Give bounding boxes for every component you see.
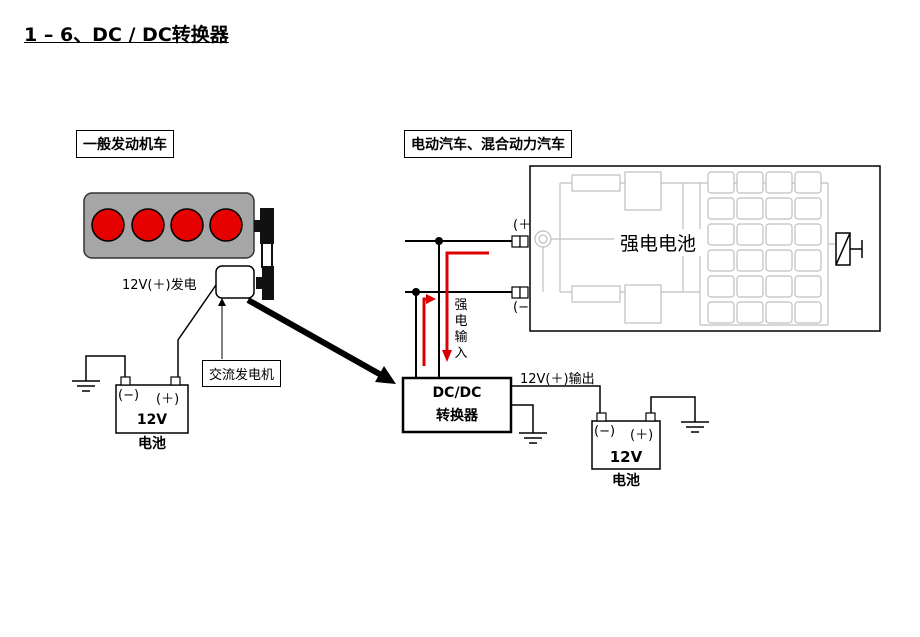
hv-cell: [765, 301, 793, 324]
right-battery-body: [591, 420, 661, 470]
hv-pack: [529, 165, 881, 332]
hv-cell: [736, 275, 764, 298]
hv-battery-label: 强电电池: [614, 229, 703, 256]
hv-cell: [794, 301, 822, 324]
alternator-label: 交流发电机: [202, 360, 282, 387]
hv-cell: [765, 223, 793, 246]
hv-cell: [794, 223, 822, 246]
output-label: 12V(＋)输出: [520, 372, 595, 387]
left-battery-voltage: 12V: [136, 412, 168, 428]
terminal-positive-label: (＋: [513, 218, 532, 233]
hv-cell: [736, 249, 764, 272]
cylinder-1: [91, 208, 125, 242]
converter-output-wire: [511, 385, 601, 415]
conventional-car-label: 一般发动机车: [76, 130, 174, 158]
hv-input-label: 强 电 输 入: [454, 298, 468, 361]
big-arrow: [246, 297, 385, 379]
alternator-output-label: 12V(＋)发电: [122, 278, 197, 293]
hv-cell: [736, 197, 764, 220]
hv-input-arrow: [445, 251, 489, 352]
cylinder-4: [209, 208, 243, 242]
terminal-negative-label: (−: [513, 300, 529, 315]
dcdc-converter-box: [401, 376, 513, 434]
left-battery-name: 电池: [138, 436, 166, 452]
right-battery-pos: (＋): [630, 428, 654, 443]
right-battery-neg: (−): [594, 424, 616, 439]
converter-label-2: 转换器: [436, 408, 478, 424]
converter-ground-wire: [511, 404, 534, 433]
alternator: [215, 265, 255, 299]
hv-cells: [707, 171, 822, 324]
hv-cell: [794, 197, 822, 220]
right-battery-voltage: 12V: [609, 448, 643, 466]
left-ground-wire: [85, 355, 126, 381]
page-title: 1 – 6、DC / DC转换器: [24, 24, 229, 46]
hv-cell: [765, 171, 793, 194]
hv-cell: [736, 223, 764, 246]
right-battery-name: 电池: [612, 473, 640, 489]
hv-cell: [707, 301, 735, 324]
hv-cell: [707, 249, 735, 272]
crank-pulley: [260, 208, 274, 244]
hv-cell: [765, 249, 793, 272]
left-battery-body: [115, 384, 189, 434]
alternator-wire: [177, 284, 217, 377]
hv-cell: [707, 275, 735, 298]
hv-cell: [707, 197, 735, 220]
hv-cell: [765, 197, 793, 220]
hv-cell: [765, 275, 793, 298]
left-battery-neg: (−): [118, 388, 140, 403]
hv-cell: [794, 275, 822, 298]
cylinder-3: [170, 208, 204, 242]
hv-return-arrow: [422, 297, 430, 366]
hv-cell: [707, 171, 735, 194]
alternator-pulley: [262, 266, 274, 300]
hv-cell: [736, 301, 764, 324]
cylinder-2: [131, 208, 165, 242]
hv-cell: [736, 171, 764, 194]
hv-cell: [707, 223, 735, 246]
right-ground-wire: [650, 396, 696, 422]
ev-hybrid-label: 电动汽车、混合动力汽车: [404, 130, 572, 158]
hv-cell: [794, 171, 822, 194]
hv-cell: [794, 249, 822, 272]
left-battery-pos: (＋): [156, 392, 180, 407]
converter-label-1: DC/DC: [432, 385, 482, 401]
